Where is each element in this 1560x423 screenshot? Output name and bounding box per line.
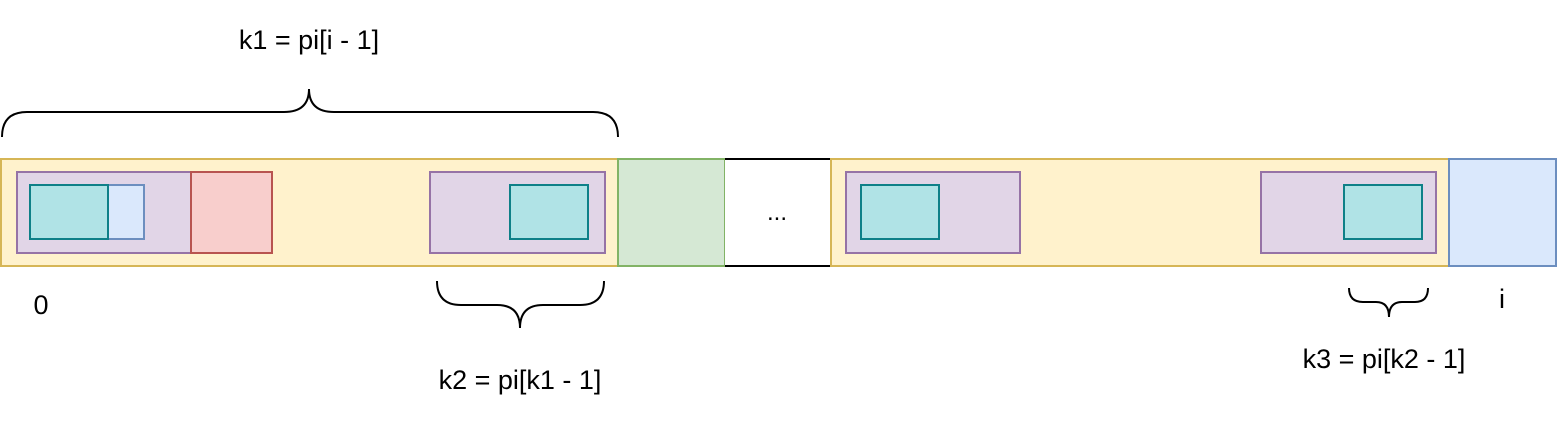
k1-label: k1 = pi[i - 1]	[239, 25, 379, 55]
k2-label: k2 = pi[k1 - 1]	[439, 365, 602, 395]
end-index-label: i	[1499, 284, 1505, 314]
k3-brace	[1348, 287, 1429, 318]
ellipsis-block	[725, 159, 831, 266]
prefix-k3-block-2	[509, 184, 589, 240]
k2-brace	[436, 280, 605, 329]
mismatch-char-block	[190, 171, 273, 254]
k1-brace	[1, 88, 619, 138]
next-char-block-left	[107, 184, 145, 240]
prefix-k3-block-3	[860, 184, 940, 240]
start-index-label: 0	[33, 290, 48, 320]
suffix-k3-block	[1343, 184, 1423, 240]
k3-label: k3 = pi[k2 - 1]	[1303, 344, 1466, 374]
char-i-block	[1448, 158, 1557, 267]
ellipsis-text: ...	[767, 199, 787, 226]
green-char-block	[617, 158, 726, 267]
prefix-k3-block-1	[29, 184, 109, 240]
